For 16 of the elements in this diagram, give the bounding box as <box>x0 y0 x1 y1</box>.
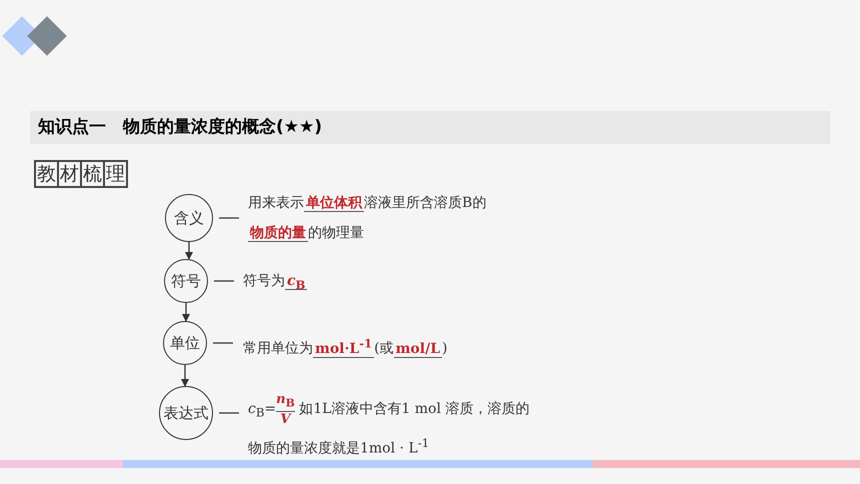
description-text: 符号为 c$_{B}$ <box>243 266 443 300</box>
dash-connector <box>214 280 234 282</box>
description-text: 常用单位为 mol·L$^{-1}$(或 mol/L) <box>243 328 543 364</box>
boxed-heading: 教材梳理 <box>34 160 128 188</box>
circle-node: 单位 <box>163 321 207 365</box>
arrow <box>182 303 190 322</box>
circle-node: 表达式 <box>159 386 213 440</box>
section-heading: 知识点一 物质的量浓度的概念(★★) <box>30 111 830 144</box>
circle-node: 符号 <box>164 259 208 303</box>
circle-node: 含义 <box>165 194 213 242</box>
dash-connector <box>219 412 239 414</box>
description-text: 用来表示单位体积溶液里所含溶质B的 物质的量 的物理量 <box>248 188 568 248</box>
dash-connector <box>213 342 233 344</box>
arrow <box>181 365 189 387</box>
dash-connector <box>219 217 239 219</box>
arrow <box>185 242 193 260</box>
